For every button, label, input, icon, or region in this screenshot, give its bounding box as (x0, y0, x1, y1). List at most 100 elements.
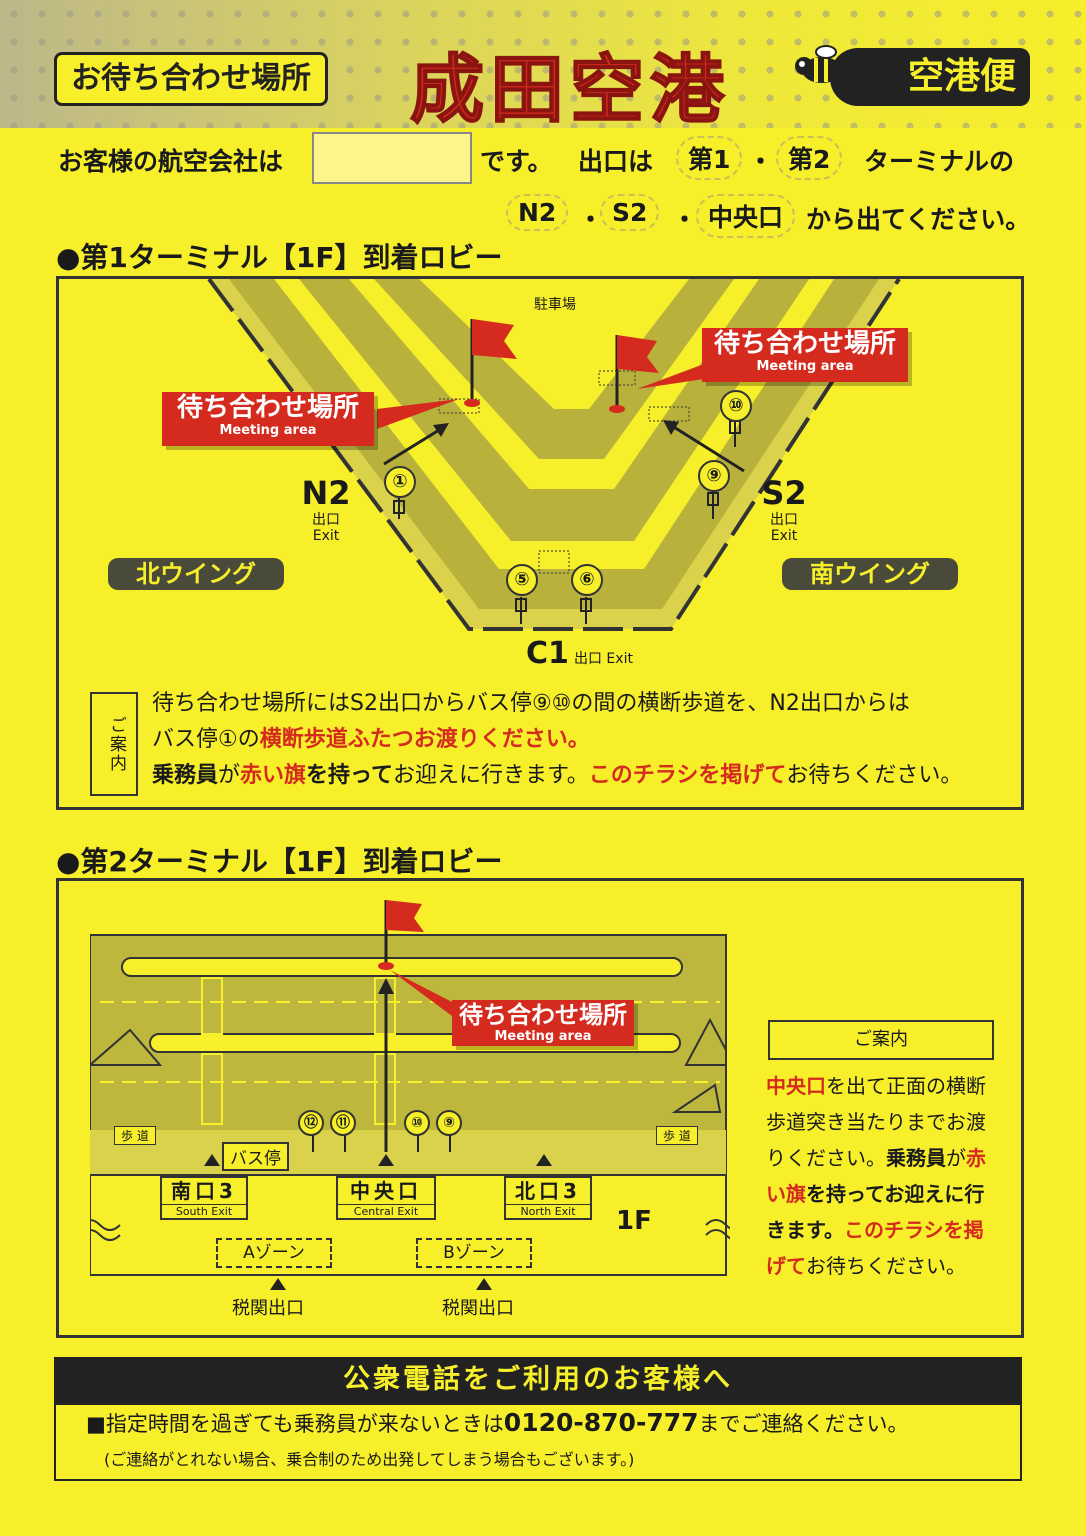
t2-bus-stop-10: ⑩ (404, 1110, 430, 1136)
phone-text: までご連絡ください。 (698, 1412, 909, 1436)
exit-center-pill: 中央口 (696, 194, 796, 238)
terminal-suffix: ターミナルの (864, 147, 1015, 176)
bus-stop-1: ① (384, 466, 416, 498)
guide-text: が (946, 1146, 966, 1170)
customs-exit-b: 税関出口 (442, 1298, 514, 1319)
t1-note-line-1: 待ち合わせ場所にはS2出口からバス停⑨⑩の間の横断歩道を、N2出口からは (152, 691, 910, 716)
meeting-area-jp: 待ち合わせ場所 (713, 329, 896, 359)
exit-s2-pill: S2 (600, 194, 660, 231)
exit-c1-label: C1 (526, 636, 569, 671)
guide-bold: 乗務員 (886, 1146, 946, 1170)
t1-note-line-2: バス停①の横断歩道ふたつお渡りください。 (152, 722, 590, 758)
exit-s2-en: Exit (770, 528, 798, 544)
guide-bold: を持ってお迎えに行きます。 (766, 1182, 985, 1242)
south-exit-3: 南口3 South Exit (160, 1176, 248, 1220)
meeting-area-en: Meeting area (494, 1029, 592, 1044)
north-exit-en: North Exit (506, 1204, 590, 1218)
meeting-area-en: Meeting area (219, 423, 317, 438)
meeting-place-badge: お待ち合わせ場所 (54, 52, 328, 106)
terminal-2-pill: 第2 (776, 136, 843, 180)
t1-guide-label: ご案内 (90, 692, 138, 796)
parking-label: 駐車場 (534, 297, 576, 313)
phone-number[interactable]: 0120-870-777 (503, 1408, 699, 1437)
guide-highlight: このチラシを掲げて (766, 1218, 984, 1278)
phone-line-2: (ご連絡がとれない場合、乗合制のため出発してしまう場合もございます。) (104, 1450, 635, 1469)
note-text: お迎えに行きます。 (392, 763, 589, 788)
guide-text: お待ちください。 (806, 1254, 966, 1278)
t2-meeting-area-label: 待ち合わせ場所 Meeting area (452, 1000, 634, 1046)
note-highlight: お渡りください。 (413, 727, 590, 752)
note-highlight: 赤い旗 (240, 763, 307, 788)
note-highlight: このチラシを掲げて (588, 763, 787, 788)
floor-label: 1F (616, 1206, 652, 1236)
meeting-area-label-left: 待ち合わせ場所 Meeting area (162, 392, 374, 446)
terminal-1-title: ●第1ターミナル【1F】到着ロビー (56, 241, 503, 274)
public-phone-body (54, 1403, 1022, 1481)
separator-dot-3: ・ (672, 205, 698, 234)
separator-dot-2: ・ (578, 205, 604, 234)
phone-line-1: ■指定時間を過ぎても乗務員が来ないときは0120-870-777までご連絡くださ… (86, 1408, 909, 1438)
exit-s2: S2 出口 Exit (754, 474, 814, 544)
note-text: お待ちください。 (786, 763, 963, 788)
public-phone-bar: 公衆電話をご利用のお客様へ (54, 1357, 1022, 1403)
note-text: が (218, 763, 241, 788)
meeting-area-jp: 待ち合わせ場所 (176, 393, 359, 423)
t1-note-line-3: 乗務員が赤い旗を持ってお迎えに行きます。このチラシを掲げてお待ちください。 (152, 758, 962, 794)
central-exit: 中央口 Central Exit (336, 1176, 436, 1220)
bus-stop-10: ⑩ (720, 390, 752, 422)
exit-suffix: から出てください。 (806, 205, 1031, 234)
exit-n2: N2 出口 Exit (296, 474, 356, 544)
exit-c1-sub: 出口 Exit (573, 651, 633, 667)
separator-dot: ・ (748, 147, 774, 176)
brand-logo: 空港便 (830, 48, 1030, 106)
t2-bus-stop-9: ⑨ (436, 1110, 462, 1136)
guide-highlight: 中央口 (766, 1074, 826, 1098)
central-exit-jp: 中央口 (350, 1179, 422, 1203)
note-bold: 乗務員 (152, 763, 219, 788)
bus-stop-5: ⑤ (506, 564, 538, 596)
exit-n2-jp: 出口 (312, 512, 340, 528)
north-exit-3: 北口3 North Exit (504, 1176, 592, 1220)
t2-bus-stop-12: ⑫ (298, 1110, 324, 1136)
north-wing-label: 北ウイング (108, 558, 284, 590)
central-exit-en: Central Exit (338, 1204, 434, 1218)
meeting-area-label-right: 待ち合わせ場所 Meeting area (702, 328, 908, 382)
exit-s2-label: S2 (761, 474, 807, 512)
exit-n2-pill: N2 (506, 194, 569, 231)
airline-prefix: お客様の航空会社は (58, 147, 284, 176)
note-bold: を持って (306, 763, 393, 788)
south-exit-jp: 南口3 (171, 1179, 237, 1203)
bus-stop-6: ⑥ (571, 564, 603, 596)
sidewalk-label-left: 歩 道 (114, 1126, 156, 1145)
terminal-2-title: ●第2ターミナル【1F】到着ロビー (56, 845, 503, 878)
note-highlight: 横断歩道ふたつ (259, 727, 414, 752)
t2-guide-title: ご案内 (768, 1020, 994, 1060)
bus-stop-label: バス停 (222, 1142, 289, 1171)
zone-a: Aゾーン (216, 1238, 332, 1268)
t2-bus-stop-11: ⑪ (330, 1110, 356, 1136)
bee-mascot-icon (795, 45, 842, 83)
t2-guide-text: 中央口を出て正面の横断歩道突き当たりまでお渡りください。乗務員が赤い旗を持ってお… (766, 1068, 998, 1284)
phone-text: ■指定時間を過ぎても乗務員が来ないときは (86, 1412, 504, 1436)
exit-n2-label: N2 (301, 474, 351, 512)
terminal-1-pill: 第1 (676, 136, 743, 180)
sidewalk-label-right: 歩 道 (656, 1126, 698, 1145)
north-exit-jp: 北口3 (515, 1179, 581, 1203)
page-title: 成田空港 (409, 46, 730, 134)
exit-n2-en: Exit (312, 528, 340, 544)
exit-s2-jp: 出口 (770, 512, 798, 528)
exit-c1: C1 出口 Exit (526, 636, 633, 671)
guide-text: を出て正面の横断歩道突き当たりまでお渡りください。 (766, 1074, 986, 1170)
airline-name-box (312, 132, 472, 184)
terminal-2-map (90, 900, 730, 1290)
south-exit-en: South Exit (162, 1204, 246, 1218)
exit-prefix: 出口は (578, 147, 654, 176)
zone-b: Bゾーン (416, 1238, 532, 1268)
note-text: バス停①の (152, 727, 260, 752)
bus-stop-9: ⑨ (698, 460, 730, 492)
south-wing-label: 南ウイング (782, 558, 958, 590)
meeting-area-jp: 待ち合わせ場所 (459, 1001, 627, 1029)
airline-suffix: です。 (480, 147, 553, 176)
guide-highlight: 赤い旗 (766, 1146, 986, 1206)
customs-exit-a: 税関出口 (232, 1298, 304, 1319)
